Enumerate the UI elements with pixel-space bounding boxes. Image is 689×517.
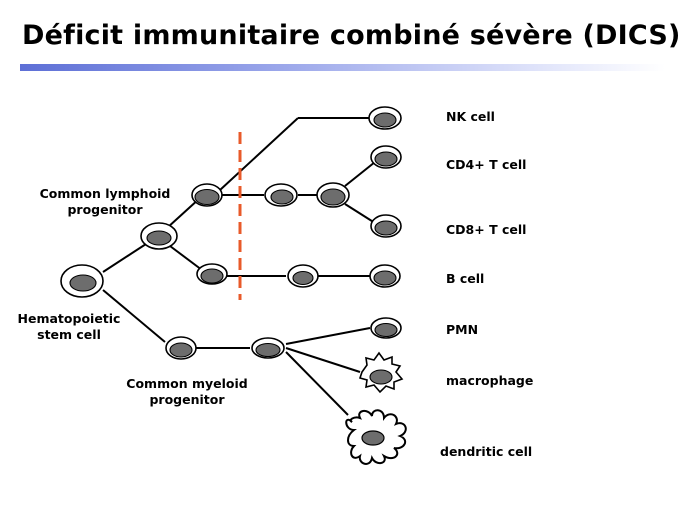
label-line: stem cell xyxy=(37,327,101,342)
lineage-connectors xyxy=(102,117,376,416)
label-common-myeloid-progenitor: Common myeloid progenitor xyxy=(122,376,252,408)
nk-cell xyxy=(368,106,402,130)
pre-b-cell xyxy=(287,264,319,288)
lymphoid-progenitor-cell xyxy=(140,222,178,250)
label-cd4-t-cell: CD4+ T cell xyxy=(446,157,527,172)
label-line: progenitor xyxy=(67,202,143,217)
label-common-lymphoid-progenitor: Common lymphoid progenitor xyxy=(38,186,172,218)
label-macrophage: macrophage xyxy=(446,373,534,388)
label-line: Common myeloid xyxy=(126,376,248,391)
title-underline-bar xyxy=(20,64,665,71)
dendritic-cell xyxy=(345,409,407,465)
cd4-t-cell xyxy=(370,145,402,169)
label-pmn: PMN xyxy=(446,322,479,337)
stem-cell xyxy=(60,264,104,298)
label-b-cell: B cell xyxy=(446,271,485,286)
slide-title: Déficit immunitaire combiné sévère (DICS… xyxy=(22,20,681,51)
b-cell xyxy=(369,264,401,288)
pre-b-progenitor-cell xyxy=(196,263,228,285)
myeloid-precursor-cell xyxy=(251,337,285,359)
pre-t-cell xyxy=(264,183,298,207)
label-cd8-t-cell: CD8+ T cell xyxy=(446,222,527,237)
label-line: progenitor xyxy=(149,392,225,407)
macrophage-cell xyxy=(358,351,404,394)
myeloid-progenitor-cell xyxy=(165,336,197,360)
label-nk-cell: NK cell xyxy=(446,109,495,124)
thymocyte-cell xyxy=(316,182,350,208)
label-dendritic-cell: dendritic cell xyxy=(440,444,533,459)
label-line: Common lymphoid xyxy=(39,186,171,201)
label-line: Hematopoietic xyxy=(17,311,121,326)
t-nk-precursor-cell xyxy=(191,183,223,207)
cd8-t-cell xyxy=(370,214,402,238)
label-hematopoietic-stem-cell: Hematopoietic stem cell xyxy=(14,311,124,343)
pmn-cell xyxy=(370,317,402,339)
